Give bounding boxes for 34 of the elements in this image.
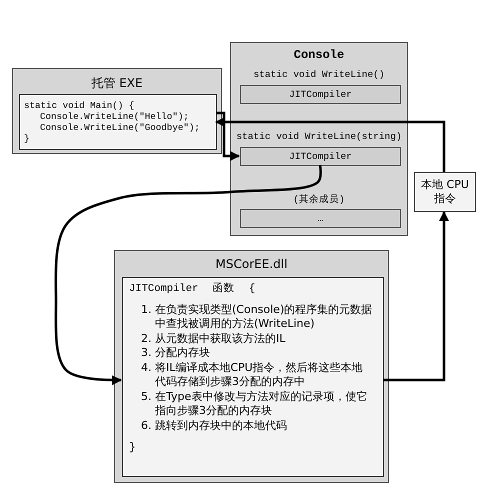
- code-line: }: [24, 133, 30, 144]
- code-line: static void Main() {: [24, 100, 134, 111]
- method-label: …: [318, 213, 324, 224]
- method-signature: (其余成员): [292, 193, 346, 206]
- method-box: [240, 85, 401, 104]
- panel-title: 托管 EXE: [90, 75, 144, 92]
- step-text: 5. 在Type表中修改与方法对应的记录项，使它指向步骤3分配的内存块: [141, 390, 368, 418]
- method-signature: static void WriteLine(string): [235, 131, 403, 142]
- step-text: 2. 从元数据中获取该方法的IL: [141, 332, 286, 346]
- code-line: Console.WriteLine("Hello");: [39, 111, 189, 122]
- panel-title: MSCorEE.dll: [214, 257, 288, 271]
- method-label: JITCompiler: [289, 151, 352, 162]
- arrow: [215, 117, 446, 172]
- method-signature: static void WriteLine(): [252, 69, 386, 80]
- step-text: 4. 将IL编译成本地CPU指令，然后将这些本地代码存储到步骤3分配的内存中: [141, 360, 364, 390]
- cpu-instruction-box: [414, 172, 476, 212]
- class-panel: [230, 42, 408, 236]
- code-line: Console.WriteLine("Goodbye");: [39, 122, 200, 133]
- step-text: 1. 在负责实现类型(Console)的程序集的元数据中查找被调用的方法(WriteLine): [141, 302, 373, 332]
- function-header: JITCompiler 函数 {: [129, 282, 256, 296]
- step-text: 3. 分配内存块: [141, 346, 210, 360]
- code-box: [19, 94, 217, 150]
- step-text: 6. 跳转到内存块中的本地代码: [141, 418, 287, 433]
- arrow: [383, 211, 449, 382]
- method-box: [240, 147, 401, 166]
- panel-title: Console: [292, 48, 346, 62]
- function-box: [122, 277, 384, 477]
- dll-panel: [114, 250, 389, 483]
- closing-brace: }: [129, 441, 136, 456]
- method-box: [240, 209, 401, 228]
- exe-panel: [12, 68, 222, 154]
- arrow: [216, 112, 240, 161]
- method-label: JITCompiler: [289, 89, 352, 100]
- box-label: 本地 CPU 指令: [420, 178, 470, 206]
